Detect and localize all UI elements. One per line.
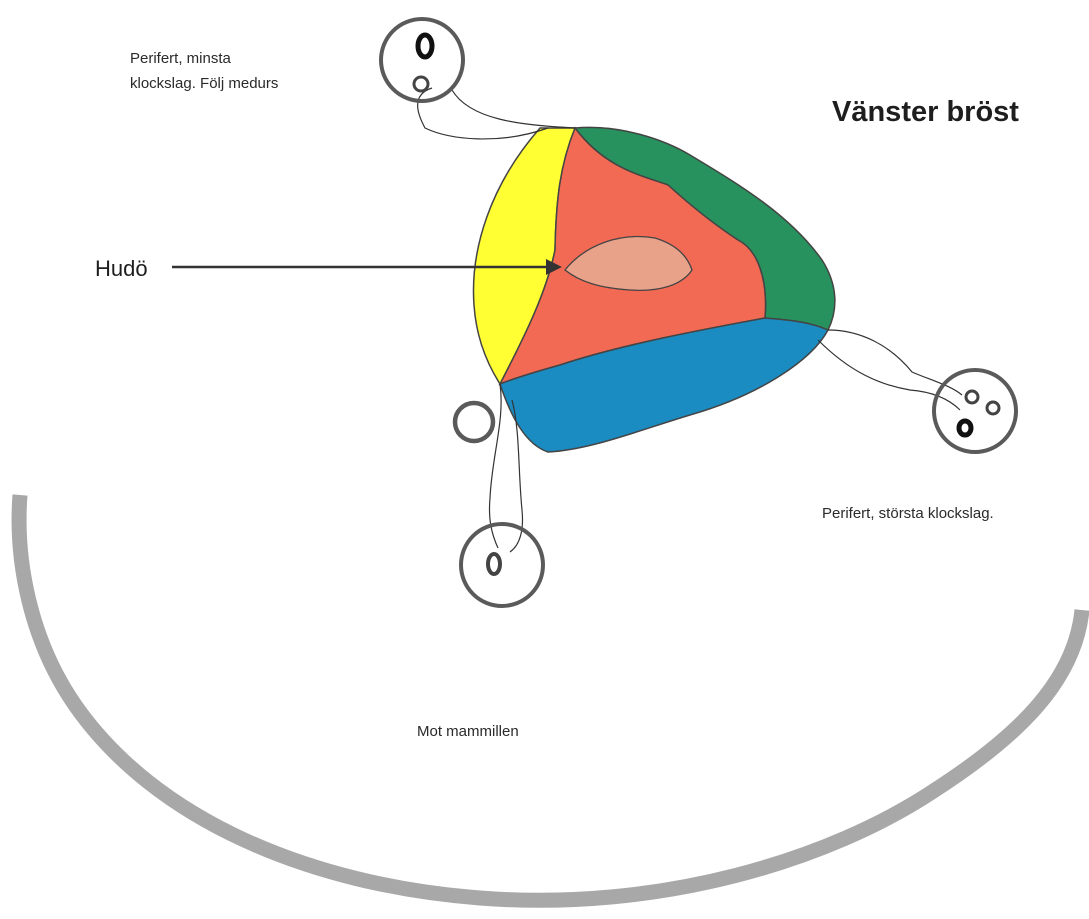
marker-right-knot-a [966, 391, 978, 403]
marker-right-ring [934, 370, 1016, 452]
marker-right-knot-b [987, 402, 999, 414]
label-periphery-smallest: Perifert, minsta klockslag. Följ medurs [130, 46, 278, 96]
label-periphery-smallest-line1: Perifert, minsta [130, 46, 278, 71]
label-toward-nipple: Mot mammillen [417, 723, 519, 740]
label-skin-island: Hudö [95, 256, 148, 282]
breast-contour [19, 495, 1082, 900]
marker-top-ring [381, 19, 463, 101]
marker-bottom-knot [488, 554, 500, 574]
marker-right-knot-c [959, 421, 971, 435]
marker-top-knot-small [414, 77, 428, 91]
label-periphery-largest: Perifert, största klockslag. [822, 505, 994, 522]
thread-right [818, 330, 962, 410]
diagram-title: Vänster bröst [832, 96, 1019, 129]
marker-top-knot-large [418, 35, 432, 57]
marker-loose-ring [455, 403, 493, 441]
label-periphery-smallest-line2: klockslag. Följ medurs [130, 71, 278, 96]
marker-bottom-ring [461, 524, 543, 606]
